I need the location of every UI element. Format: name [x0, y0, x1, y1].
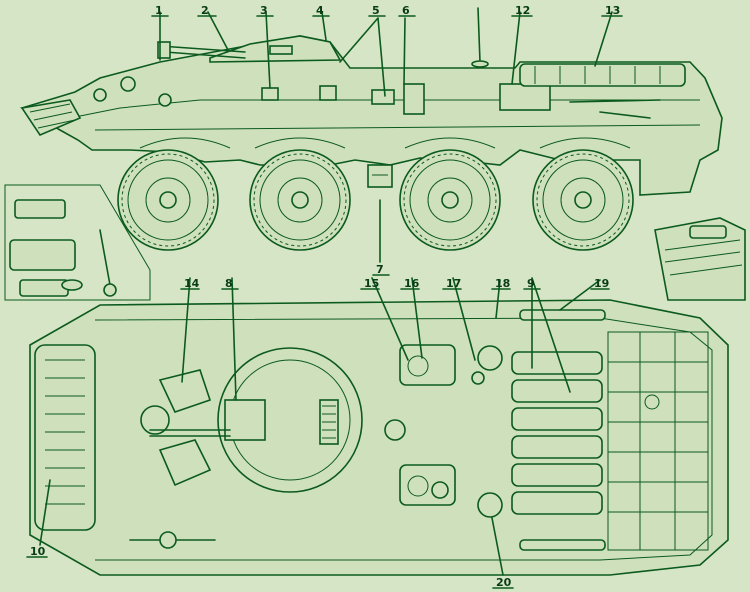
callout-19: 19 [594, 277, 609, 290]
callout-4: 4 [316, 4, 324, 17]
callout-3: 3 [260, 4, 268, 17]
callout-labels: 1 2 3 4 5 6 7 8 9 10 12 13 14 15 16 17 1… [30, 4, 620, 589]
callout-1: 1 [155, 4, 163, 17]
callout-8: 8 [225, 277, 233, 290]
top-view [29, 299, 729, 576]
wheel-4 [532, 149, 634, 251]
side-view [20, 7, 723, 251]
callout-10: 10 [30, 545, 46, 558]
front-detail-inset [4, 184, 151, 301]
callout-5: 5 [372, 4, 380, 17]
callout-2: 2 [201, 4, 209, 17]
callout-underlines [26, 15, 623, 589]
callout-9: 9 [527, 277, 535, 290]
rear-detail-inset [654, 217, 746, 301]
callout-leaders [39, 11, 613, 576]
wheel-1 [117, 149, 219, 251]
callout-16: 16 [404, 277, 420, 290]
callout-18: 18 [495, 277, 510, 290]
wheel-3 [399, 149, 501, 251]
callout-7: 7 [376, 263, 384, 276]
callout-17: 17 [446, 277, 461, 290]
callout-12: 12 [515, 4, 530, 17]
wheel-2 [249, 149, 351, 251]
callout-14: 14 [184, 277, 200, 290]
callout-13: 13 [605, 4, 620, 17]
callout-15: 15 [364, 277, 379, 290]
callout-20: 20 [496, 576, 512, 589]
callout-6: 6 [402, 4, 410, 17]
engine-louvers [511, 351, 603, 515]
